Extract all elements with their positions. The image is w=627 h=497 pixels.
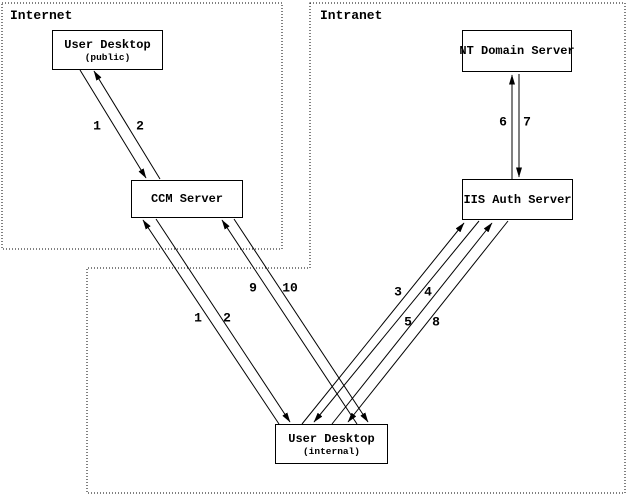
- edge-label-5: 5: [404, 314, 412, 330]
- node-title: User Desktop: [288, 431, 375, 446]
- node-iis-auth-server: IIS Auth Server: [462, 179, 573, 220]
- internet-region-label: Internet: [10, 8, 73, 23]
- edge-label-2-internal: 2: [223, 310, 231, 326]
- node-subtitle: (internal): [302, 445, 360, 457]
- edge-10-ccm-to-internal: [233, 218, 369, 423]
- edge-label-6: 6: [499, 114, 507, 130]
- edge-label-7: 7: [523, 114, 531, 130]
- node-title: CCM Server: [150, 192, 223, 206]
- edge-label-4: 4: [424, 284, 432, 300]
- intranet-region-outline: [86, 2, 626, 494]
- node-title: IIS Auth Server: [463, 192, 572, 207]
- edge-4-iis-to-internal: [313, 220, 480, 423]
- edge-label-10: 10: [282, 280, 298, 296]
- edge-2-ccm-to-public: [93, 70, 161, 180]
- node-user-desktop-public: User Desktop (public): [52, 30, 163, 70]
- edge-label-3: 3: [394, 284, 402, 300]
- node-title: User Desktop: [64, 37, 151, 52]
- edge-8-iis-to-internal: [347, 220, 509, 423]
- edge-label-1-public: 1: [93, 118, 101, 134]
- intranet-region-label: Intranet: [320, 8, 383, 23]
- node-title: NT Domain Server: [459, 44, 575, 58]
- node-ccm-server: CCM Server: [131, 180, 243, 218]
- node-user-desktop-internal: User Desktop (internal): [275, 424, 388, 464]
- node-nt-domain-server: NT Domain Server: [459, 30, 575, 72]
- edge-label-1-internal: 1: [194, 310, 202, 326]
- edge-label-8: 8: [432, 314, 440, 330]
- edge-9-internal-to-ccm: [221, 219, 358, 425]
- edge-1-internal-to-ccm: [142, 219, 280, 425]
- node-subtitle: (public): [84, 51, 131, 63]
- edge-label-2-public: 2: [136, 118, 144, 134]
- edge-label-9: 9: [249, 280, 257, 296]
